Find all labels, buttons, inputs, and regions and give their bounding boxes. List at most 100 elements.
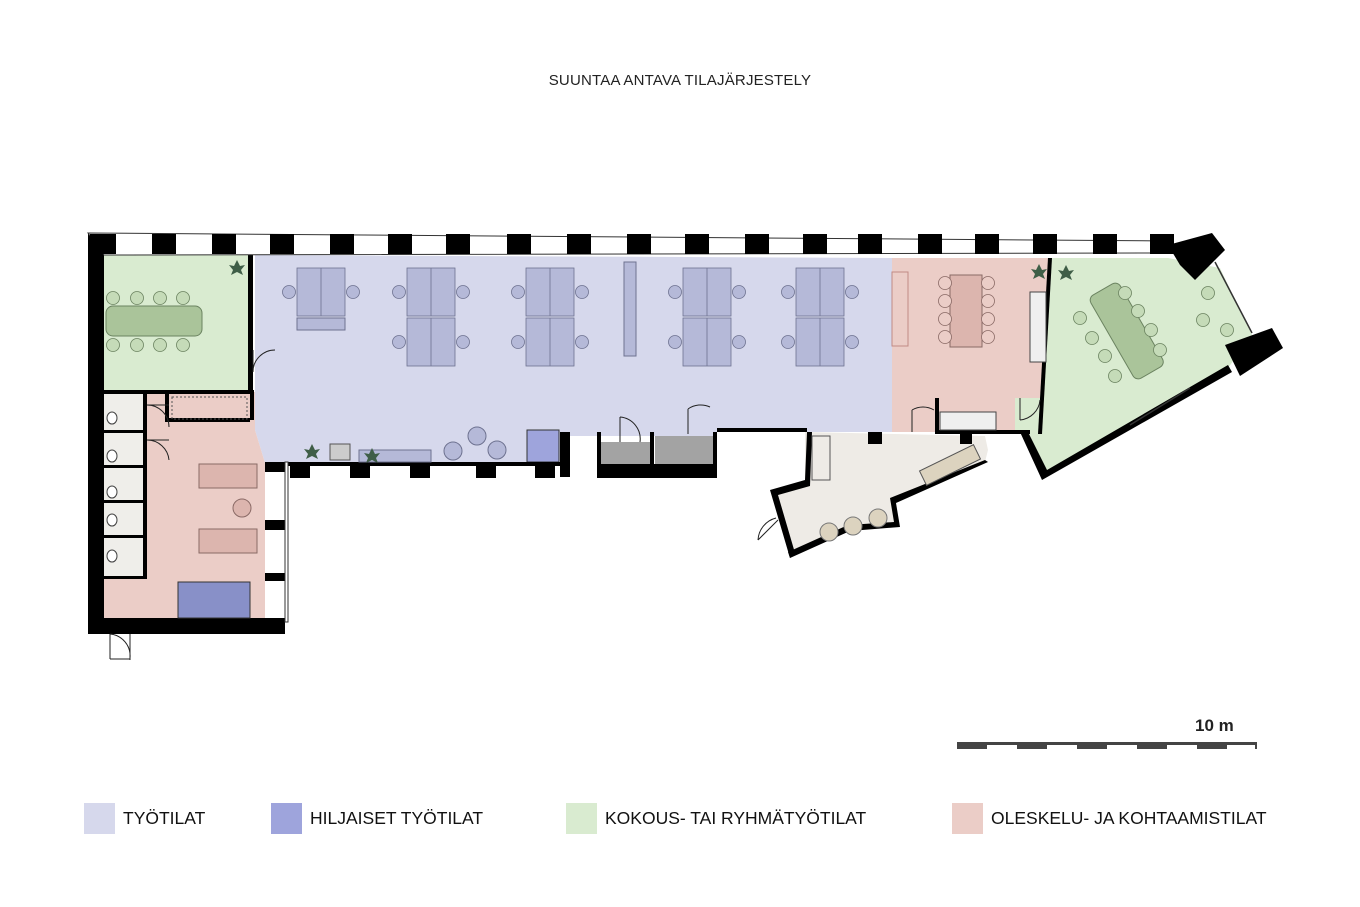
stool: [868, 508, 888, 528]
chair: [1144, 323, 1158, 337]
kitchen-counter: [939, 411, 997, 431]
chair: [130, 338, 144, 352]
toilet-fixture: [106, 449, 118, 463]
toilet-fixture: [106, 411, 118, 425]
chair: [392, 285, 406, 299]
chair: [1196, 313, 1210, 327]
lounge-chair: [443, 441, 463, 461]
chair: [1108, 369, 1122, 383]
chair: [845, 335, 859, 349]
chair: [938, 294, 952, 308]
window: [1129, 387, 1191, 426]
legend-item-quiet-work: HILJAISET TYÖTILAT: [271, 802, 484, 834]
kitchen-counter: [1029, 291, 1047, 363]
facade-pillar: [535, 462, 555, 478]
elevator: [171, 396, 248, 420]
chair: [1073, 311, 1087, 325]
lounge-chair: [467, 426, 487, 446]
chair: [575, 335, 589, 349]
storage-room: [600, 442, 652, 464]
chair: [511, 335, 525, 349]
facade-pillar: [567, 234, 591, 254]
plan-title: SUUNTAA ANTAVA TILAJÄRJESTELY: [548, 72, 812, 89]
facade-pillar: [627, 234, 651, 254]
chair: [938, 312, 952, 326]
facade-pillar: [745, 234, 769, 254]
chair: [981, 294, 995, 308]
dining-table: [949, 274, 983, 348]
cabinet: [358, 449, 432, 463]
facade-pillar: [1093, 234, 1117, 254]
facade-pillar: [1033, 234, 1057, 254]
doors: [109, 349, 1041, 660]
legend-item-work-area: TYÖTILAT: [84, 802, 206, 834]
facade-pillar: [918, 234, 942, 254]
lounge-chair: [487, 440, 507, 460]
legend-label: TYÖTILAT: [123, 807, 206, 828]
plant-icon: [1058, 265, 1074, 280]
zone-kitchenette: [772, 432, 988, 555]
toilet-fixture: [106, 485, 118, 499]
facade-pillar: [975, 234, 999, 254]
facade-pillar: [152, 234, 176, 254]
chair: [1131, 304, 1145, 318]
chair: [781, 335, 795, 349]
facade-pillar: [350, 462, 370, 478]
quiet-sofa: [177, 581, 251, 619]
facade-pillar: [1150, 234, 1174, 254]
quiet-booth: [526, 429, 560, 463]
counter: [918, 443, 982, 487]
chair: [1118, 286, 1132, 300]
facade-pillar: [410, 462, 430, 478]
legend-label: OLESKELU- JA KOHTAAMISTILAT: [991, 807, 1267, 828]
storage-room: [655, 436, 713, 464]
facade-pillar: [290, 462, 310, 478]
chair: [668, 335, 682, 349]
chair: [130, 291, 144, 305]
bench: [296, 317, 346, 331]
sofa: [198, 463, 258, 489]
plant-icon: [1031, 264, 1047, 279]
chair: [282, 285, 296, 299]
chair: [1201, 286, 1215, 300]
legend-swatch: [952, 802, 983, 834]
chair: [981, 312, 995, 326]
facade-pillar: [388, 234, 412, 254]
legend-label: KOKOUS- TAI RYHMÄTYÖTILAT: [605, 807, 867, 828]
printer: [329, 443, 351, 461]
chair: [176, 291, 190, 305]
chair: [392, 335, 406, 349]
legend-swatch: [84, 802, 115, 834]
facade-pillar: [507, 234, 531, 254]
scale-bar-label: 10 m: [1195, 716, 1234, 735]
shelf: [623, 261, 637, 357]
chair: [1085, 331, 1099, 345]
chair: [981, 276, 995, 290]
facade-pillar: [212, 234, 236, 254]
chair: [981, 330, 995, 344]
chair: [938, 330, 952, 344]
chair: [575, 285, 589, 299]
chair: [732, 335, 746, 349]
chair: [1220, 323, 1234, 337]
chair: [153, 338, 167, 352]
chair: [456, 335, 470, 349]
plant-icon: [364, 448, 380, 463]
facade-pillar: [858, 234, 882, 254]
legend-swatch: [271, 802, 302, 834]
plant-icon: [229, 260, 245, 275]
coffee-table: [232, 498, 252, 518]
sofa: [198, 528, 258, 554]
chair: [781, 285, 795, 299]
legend-label: HILJAISET TYÖTILAT: [310, 807, 484, 828]
toilet-fixture: [106, 549, 118, 563]
walls: [88, 233, 1283, 634]
plant-icon: [304, 444, 320, 459]
chair: [1153, 343, 1167, 357]
legend-swatch: [566, 802, 597, 834]
chair: [456, 285, 470, 299]
facade-pillar: [330, 234, 354, 254]
facade-pillar: [446, 234, 470, 254]
chair: [346, 285, 360, 299]
